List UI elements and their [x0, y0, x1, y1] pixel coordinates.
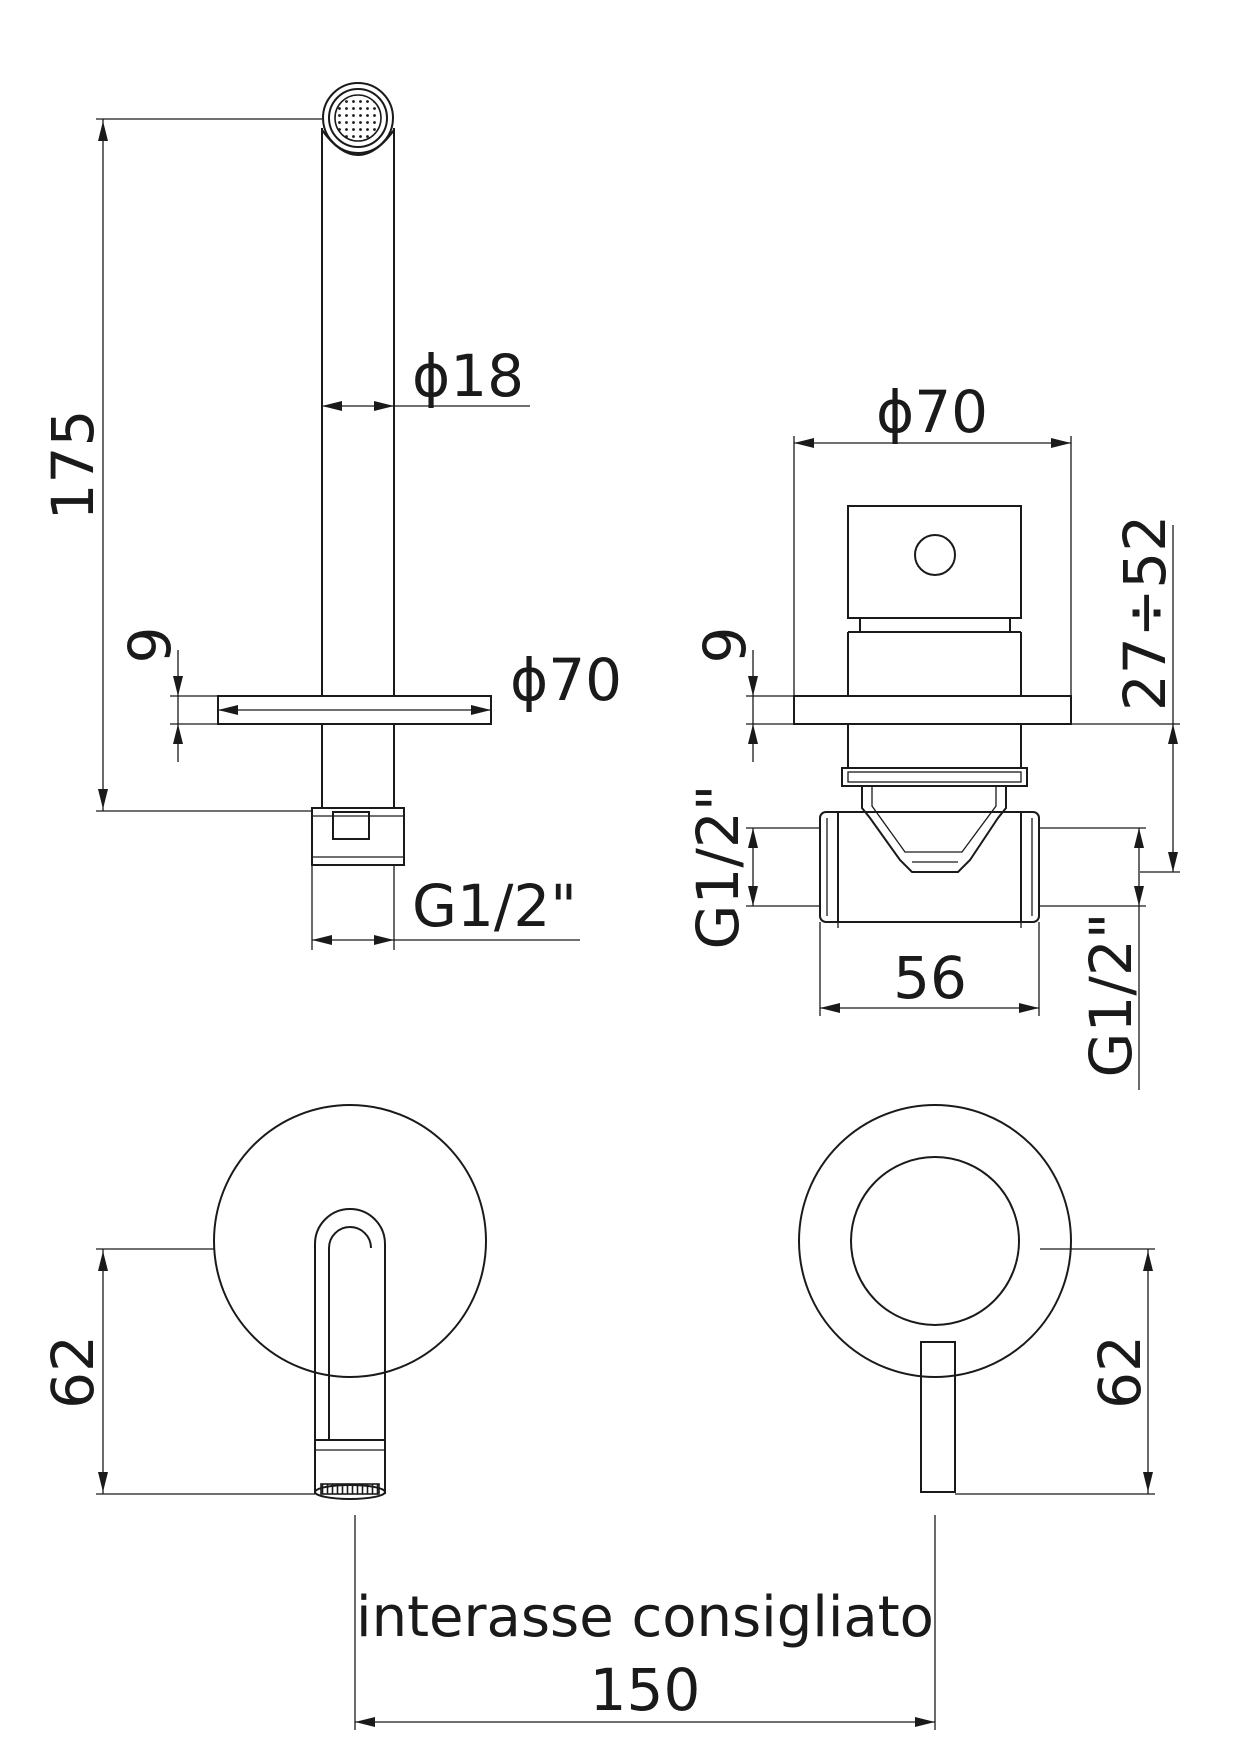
spout-front-pipe — [314, 1208, 386, 1440]
dim-mixer-body-width: 56 — [819, 922, 1040, 1016]
mixer-front-knob — [850, 1156, 1020, 1326]
dim-mixer-inlet-left: G1/2" — [684, 785, 820, 950]
dim-mixer-rosette-diameter-label: ϕ70 — [876, 378, 988, 446]
dim-front-spout-height-label: 62 — [39, 1335, 107, 1409]
dim-spout-diameter-label: ϕ18 — [412, 342, 524, 410]
dim-recommended-spacing: interasse consigliato 150 — [354, 1515, 936, 1730]
dim-mixer-depth-range-label: 27÷52 — [1111, 515, 1179, 711]
mixer-cartridge — [841, 724, 1028, 873]
dim-mixer-inlet-left-label: G1/2" — [684, 785, 752, 950]
dim-spout-rosette-diameter: ϕ70 — [218, 646, 622, 715]
dim-mixer-rosette-thickness: 9 — [691, 627, 794, 762]
spout-front-view: 62 — [39, 1104, 487, 1500]
spacing-note: interasse consigliato — [356, 1585, 934, 1650]
aerator-tip — [322, 82, 394, 154]
dim-front-handle-height-label: 62 — [1086, 1335, 1154, 1409]
dim-mixer-inlet-right: G1/2" — [1039, 827, 1146, 1090]
mixer-body — [819, 811, 1040, 928]
dim-mixer-inlet-right-label: G1/2" — [1077, 913, 1145, 1078]
mixer-side-view: ϕ70 9 27÷52 G1/2" — [684, 378, 1180, 1090]
dim-front-spout-height: 62 — [39, 1248, 315, 1495]
dim-spout-diameter: ϕ18 — [322, 342, 530, 411]
dim-spout-rosette-thickness: 9 — [116, 627, 218, 762]
dim-recommended-spacing-label: 150 — [590, 1656, 701, 1724]
mixer-front-lever — [920, 1341, 956, 1493]
dim-mixer-depth-range: 27÷52 — [1071, 515, 1180, 873]
mixer-rosette — [793, 695, 1072, 725]
dim-spout-rosette-diameter-label: ϕ70 — [510, 646, 622, 714]
dim-mixer-rosette-diameter: ϕ70 — [793, 378, 1072, 696]
dim-spout-length: 175 — [39, 118, 322, 812]
spout-side-view: 175 ϕ18 ϕ70 9 — [39, 82, 622, 950]
spout-front-rosette — [213, 1104, 487, 1378]
dim-spout-length-label: 175 — [39, 410, 107, 521]
mixer-front-view: 62 — [798, 1104, 1155, 1495]
mixer-front-rosette — [798, 1104, 1072, 1378]
spout-pipe — [321, 129, 395, 156]
dim-spout-connection-label: G1/2" — [412, 872, 577, 940]
mixer-handle — [847, 505, 1022, 696]
spout-connector — [311, 807, 405, 866]
dim-spout-connection: G1/2" — [311, 865, 580, 950]
dim-mixer-body-width-label: 56 — [893, 944, 967, 1012]
dim-mixer-rosette-thickness-label: 9 — [691, 627, 759, 664]
dim-front-handle-height: 62 — [955, 1248, 1155, 1495]
dim-spout-rosette-thickness-label: 9 — [116, 627, 184, 664]
